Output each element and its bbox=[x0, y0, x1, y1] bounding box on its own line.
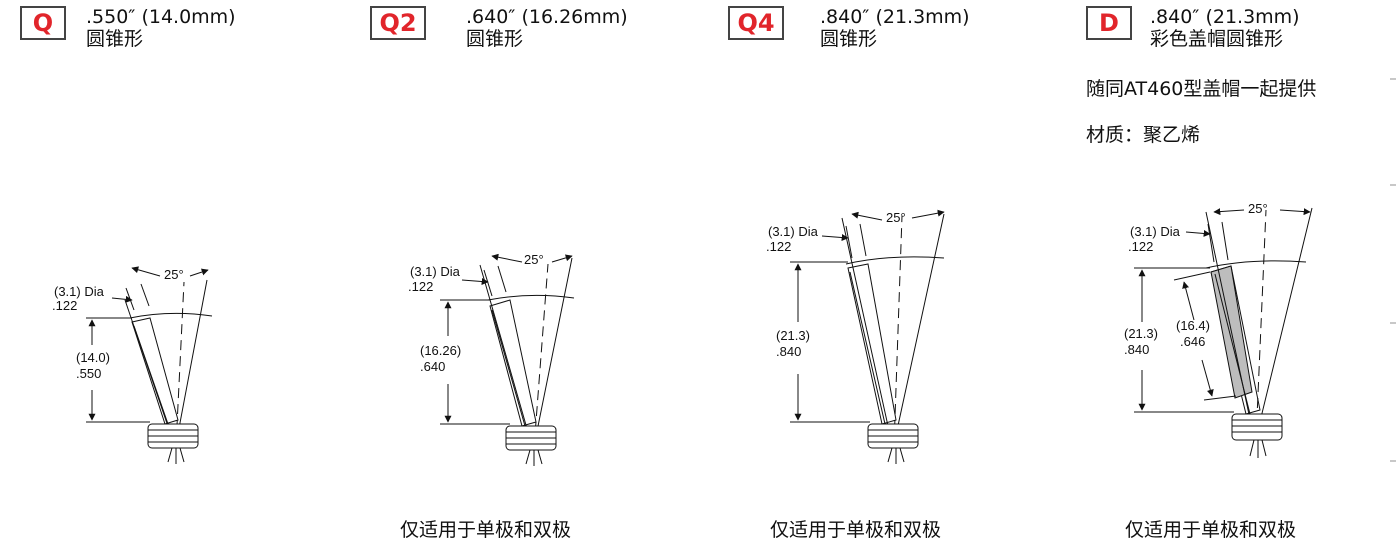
tip-q4-dia-dim: (3.1) Dia .122 bbox=[766, 223, 867, 259]
tip-q4-length-dim: (21.3) .840 bbox=[776, 261, 870, 423]
tip-q4-len-inch: .840 bbox=[776, 344, 801, 359]
tip-q-cone bbox=[124, 279, 208, 445]
tip-d-probe bbox=[1210, 265, 1261, 415]
tip-q-dia-dim: (3.1) Dia .122 bbox=[52, 283, 150, 313]
tip-d-len-inch: .840 bbox=[1124, 342, 1149, 357]
tip-q4-diagram: 25° (3.1) Dia .122 (21.3) .840 bbox=[766, 209, 945, 464]
tip-q4-size: .840″ (21.3mm) bbox=[820, 6, 970, 28]
tip-q4-badge: Q4 bbox=[728, 6, 784, 40]
tip-q-centerline bbox=[175, 281, 185, 447]
tip-d-material: 材质：聚乙烯 bbox=[1086, 124, 1201, 146]
tip-d-cap-dim: (16.4) .646 bbox=[1173, 271, 1237, 401]
tip-q-len-inch: .550 bbox=[76, 366, 101, 381]
tip-q-connector bbox=[147, 423, 199, 464]
tip-q-diagram: 25° (3.1) Dia .122 (14.0) .550 bbox=[52, 266, 213, 464]
tip-q2-size: .640″ (16.26mm) bbox=[466, 6, 628, 28]
tip-q2-arc bbox=[487, 294, 575, 301]
tip-q4-len-metric: (21.3) bbox=[776, 328, 810, 343]
tip-d-angle-dim: 25° bbox=[1213, 201, 1311, 216]
tip-d-note: 随同AT460型盖帽一起提供 bbox=[1086, 78, 1317, 100]
tip-q2-dia-dim: (3.1) Dia .122 bbox=[408, 264, 507, 297]
tip-q2-badge: Q2 bbox=[370, 6, 426, 40]
tip-q2-length-dim: (16.26) .640 bbox=[420, 299, 510, 425]
tip-d-shape: 彩色盖帽圆锥形 bbox=[1150, 28, 1284, 50]
tip-q4-angle-label: 25° bbox=[886, 210, 906, 225]
tip-q2-dia-inch: .122 bbox=[408, 279, 433, 294]
tip-d-cone bbox=[1205, 207, 1313, 439]
tip-d-angle-label: 25° bbox=[1248, 201, 1268, 216]
tip-q4-probe bbox=[847, 263, 897, 425]
tip-d-cap-metric: (16.4) bbox=[1176, 318, 1210, 333]
tip-q-size: .550″ (14.0mm) bbox=[86, 6, 236, 28]
tip-q-arc bbox=[129, 312, 213, 319]
tip-d-dia-dim: (3.1) Dia .122 bbox=[1128, 221, 1229, 263]
tip-q4-dia-metric: (3.1) Dia bbox=[768, 224, 819, 239]
tip-q2-diagram: 25° (3.1) Dia .122 (16.26) .640 bbox=[408, 252, 575, 466]
tip-q-dia-metric: (3.1) Dia bbox=[54, 284, 105, 299]
tip-q2-connector bbox=[505, 425, 557, 466]
tip-q4-dia-inch: .122 bbox=[766, 239, 791, 254]
tip-q2-shape: 圆锥形 bbox=[466, 28, 524, 50]
tip-d-connector bbox=[1231, 413, 1283, 458]
tip-q4-angle-dim: 25° bbox=[851, 209, 945, 225]
edge-tick bbox=[1390, 184, 1396, 186]
tip-q2-dia-metric: (3.1) Dia bbox=[410, 264, 461, 279]
edge-tick bbox=[1390, 322, 1396, 324]
tip-q-len-metric: (14.0) bbox=[76, 350, 110, 365]
tip-q4-header: .840″ (21.3mm) 圆锥形 bbox=[820, 6, 970, 50]
tip-q2-centerline bbox=[533, 263, 549, 449]
tip-q2-cone bbox=[479, 257, 573, 447]
tip-q4-cone bbox=[841, 213, 945, 445]
tip-q-badge: Q bbox=[20, 6, 66, 40]
tip-d-centerline bbox=[1255, 209, 1267, 441]
edge-tick bbox=[1390, 78, 1396, 80]
tip-q2-len-metric: (16.26) bbox=[420, 343, 461, 358]
tip-d-size: .840″ (21.3mm) bbox=[1150, 6, 1300, 28]
tip-q4-shape: 圆锥形 bbox=[820, 28, 878, 50]
tip-d-dia-metric: (3.1) Dia bbox=[1130, 224, 1181, 239]
tip-q-shape: 圆锥形 bbox=[86, 28, 144, 50]
tip-d-cap-inch: .646 bbox=[1180, 334, 1205, 349]
tip-q-angle-label: 25° bbox=[164, 267, 184, 282]
tip-q4-connector bbox=[867, 423, 919, 464]
tip-d-arc bbox=[1205, 260, 1307, 269]
edge-tick bbox=[1390, 460, 1396, 462]
tip-d-badge: D bbox=[1086, 6, 1132, 40]
tip-q-probe bbox=[131, 317, 179, 425]
tip-q-angle-dim: 25° bbox=[131, 266, 209, 282]
tip-q-length-dim: (14.0) .550 bbox=[76, 317, 150, 423]
tip-q2-len-inch: .640 bbox=[420, 359, 445, 374]
tip-d-len-metric: (21.3) bbox=[1124, 326, 1158, 341]
tip-q4-centerline bbox=[893, 215, 903, 447]
tip-d-diagram: 25° (3.1) Dia .122 (21.3) .840 (16.4) .6… bbox=[1124, 201, 1313, 458]
tip-d-header: .840″ (21.3mm) 彩色盖帽圆锥形 bbox=[1150, 6, 1300, 50]
tip-q-header: .550″ (14.0mm) 圆锥形 bbox=[86, 6, 236, 50]
tip-q2-header: .640″ (16.26mm) 圆锥形 bbox=[466, 6, 628, 50]
tip-d-length-dim: (21.3) .840 bbox=[1124, 267, 1234, 413]
tip-q4-arc bbox=[845, 256, 945, 265]
tip-q2-probe bbox=[489, 299, 537, 427]
tip-q2-angle-dim: 25° bbox=[491, 252, 573, 267]
tip-q-dia-inch: .122 bbox=[52, 298, 77, 313]
tip-d-dia-inch: .122 bbox=[1128, 239, 1153, 254]
tip-q2-angle-label: 25° bbox=[524, 252, 544, 267]
